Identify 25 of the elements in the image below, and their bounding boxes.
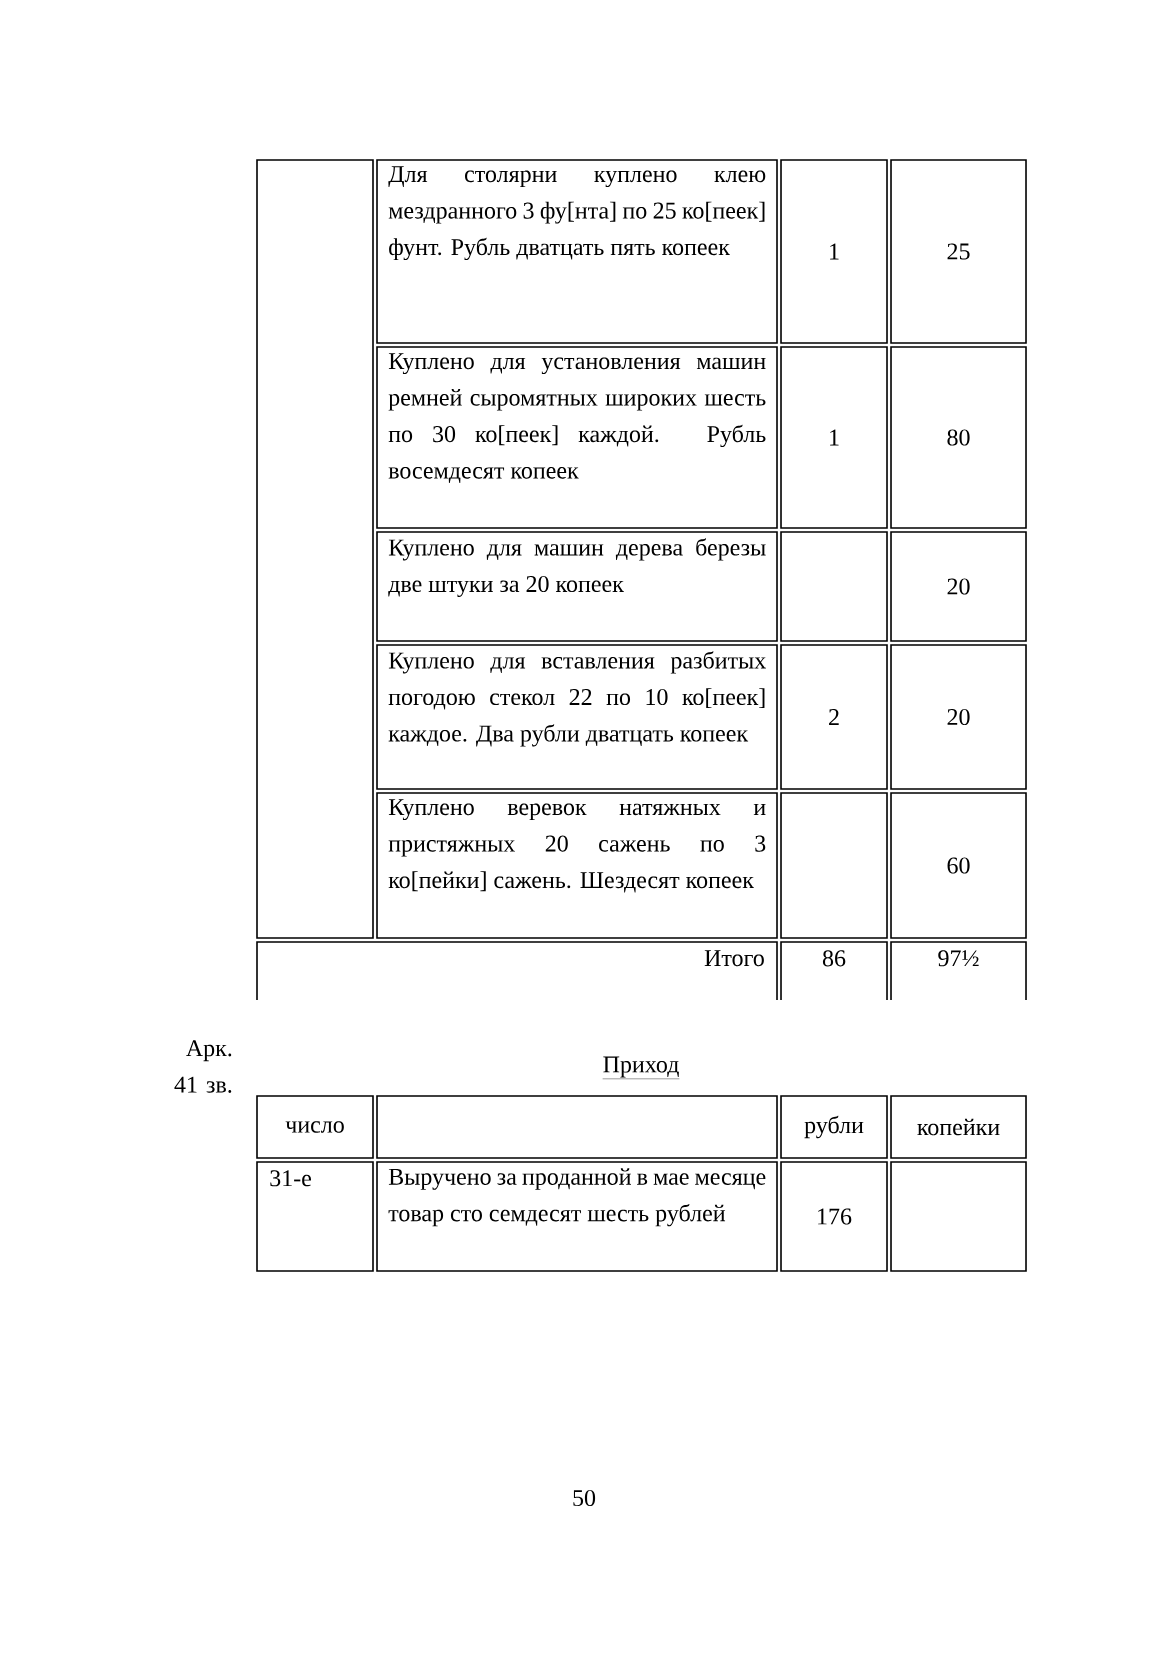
table-cell: 2: [780, 644, 888, 790]
table-cell: 60: [890, 792, 1027, 939]
table-cell: 86: [780, 941, 888, 1001]
table-cell: Куплено для установления машин ремней сыромятных широких шесть по 30 ко[пеек] каждой. Рубль восемдесят копеек: [376, 346, 778, 529]
table-cell: 176: [780, 1161, 888, 1272]
table-cell: 20: [890, 644, 1027, 790]
table-cell: Выручено за проданной в мае месяце товар сто семдесят шесть рублей: [376, 1161, 778, 1272]
table-cell: 1: [780, 159, 888, 344]
table-cell: Для столярни куплено клею мездранного 3 фу[нта] по 25 ко[пеек] фунт. Рубль дватцать пять копеек: [376, 159, 778, 344]
table-cell: 97½: [890, 941, 1027, 1001]
table-cell: 25: [890, 159, 1027, 344]
section-heading: Приход: [602, 1056, 680, 1079]
table-cell: 1: [780, 346, 888, 529]
table-cell: копейки: [890, 1095, 1027, 1159]
table-cell: рубли: [780, 1095, 888, 1159]
table-cell: 31-е: [256, 1161, 374, 1272]
archive-reference: Арк. 41 зв.: [174, 1040, 232, 1093]
table-cell: число: [256, 1095, 374, 1159]
table-cell: Куплено для вставления разбитых погодою стекол 22 по 10 ко[пеек] каждое. Два рубли дватцать копеек: [376, 644, 778, 790]
table-cell: Итого: [256, 941, 778, 1001]
page-number: 50: [573, 1489, 596, 1507]
table-cell: 20: [890, 531, 1027, 642]
table-cell: Куплено веревок натяжных и пристяжных 20 сажень по 3 ко[пейки] сажень. Шездесят копеек: [376, 792, 778, 939]
table-cell: Куплено для машин дерева березы две штуки за 20 копеек: [376, 531, 778, 642]
table-cell: 80: [890, 346, 1027, 529]
